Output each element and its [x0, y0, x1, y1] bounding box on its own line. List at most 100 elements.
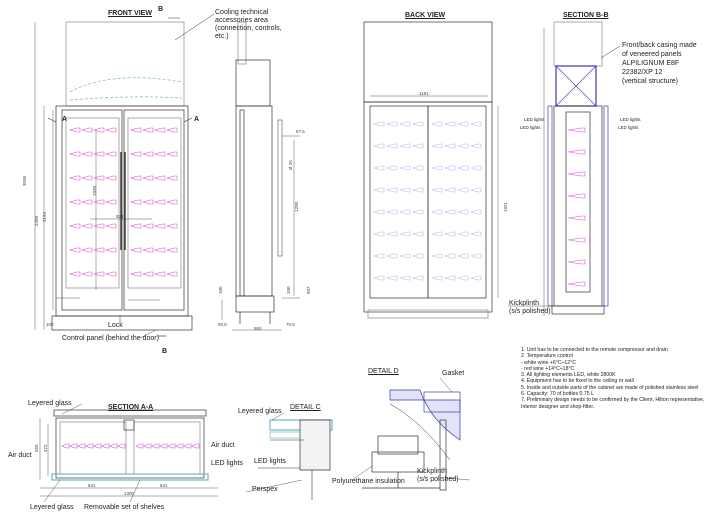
bottle-glyph: [567, 149, 586, 155]
layered-glass-bottom-callout: Leyered glass: [30, 504, 74, 511]
bottle-glyph: [159, 443, 168, 449]
bottle-glyph: [104, 127, 117, 133]
bottle-glyph: [153, 199, 166, 205]
bottle-glyph: [141, 175, 154, 181]
bottle-glyph: [385, 143, 398, 149]
note-3: 3. All lighting elements LED, white 2800…: [521, 372, 616, 379]
note-6: 6. Capacity: 70 of bottles 0.75 L: [521, 391, 594, 398]
note-7b: Interior designer and shop-fitter.: [521, 403, 595, 410]
bottle-glyph: [411, 121, 424, 127]
bottle-glyph: [117, 443, 126, 449]
dim-height-door: 2194: [42, 211, 47, 222]
bottle-glyph: [143, 443, 152, 449]
bottle-glyph: [398, 231, 411, 237]
bottle-glyph: [92, 199, 105, 205]
bottle-glyph: [456, 187, 469, 193]
air-duct-left-callout: Air duct: [8, 452, 32, 459]
bottle-glyph: [567, 215, 586, 221]
kickplinth-callout-1: Kickplinth: [509, 300, 539, 307]
bottle-glyph: [456, 165, 469, 171]
dim-side-depth-b: 70.5: [286, 322, 295, 327]
led-lights-left-2: LED lights: [520, 125, 541, 130]
bottle-glyph: [469, 275, 482, 281]
control-panel-callout: Control panel (behind the door): [62, 335, 159, 342]
bottle-glyph: [430, 231, 443, 237]
bottle-glyph: [469, 165, 482, 171]
bottle-glyph: [469, 231, 482, 237]
bottle-glyph: [175, 443, 184, 449]
bottle-glyph: [430, 143, 443, 149]
bottle-glyph: [443, 209, 456, 215]
bottle-glyph: [141, 127, 154, 133]
bottle-glyph: [385, 275, 398, 281]
casing-callout-5: (vertical structure): [622, 78, 679, 85]
note-1: 1. Unit has to be connected to the remot…: [521, 347, 668, 353]
bottle-glyph: [443, 231, 456, 237]
bottle-glyph: [151, 443, 160, 449]
bottle-glyph: [456, 231, 469, 237]
back-view-title: BACK VIEW: [405, 12, 446, 19]
bottle-glyph: [567, 237, 586, 243]
section-marker-b-top: B: [158, 6, 164, 13]
polyurethane-callout: Polyurethane insulation: [332, 478, 405, 485]
dim-side-plinth: 100: [286, 286, 291, 294]
bottle-glyph: [469, 121, 482, 127]
bottle-glyph: [92, 127, 105, 133]
note-7: 7. Preliminary design needs to be confir…: [521, 397, 705, 404]
side-view-drawing: [221, 21, 300, 331]
bottle-glyph: [129, 199, 142, 205]
bottle-glyph: [80, 127, 93, 133]
layered-glass-c-callout: Leyered glass: [238, 408, 282, 415]
bottle-glyph: [61, 443, 70, 449]
bottle-glyph: [398, 253, 411, 259]
bottle-glyph: [104, 151, 117, 157]
bottle-glyph: [153, 247, 166, 253]
dim-aa-width: 1300: [124, 491, 135, 496]
bottle-glyph: [443, 165, 456, 171]
bottle-glyph: [430, 253, 443, 259]
bottle-glyph: [456, 121, 469, 127]
dim-side-mid: 1200: [294, 201, 299, 212]
section-marker-b-bottom: B: [162, 348, 168, 355]
bottle-glyph: [141, 247, 154, 253]
bottle-layer: [61, 121, 586, 449]
bottle-glyph: [191, 443, 200, 449]
note-5: 5. Inside and outside parts of the cabin…: [521, 384, 699, 391]
led-lights-right-2: LED lights: [618, 125, 639, 130]
bottle-glyph: [456, 275, 469, 281]
bottle-glyph: [129, 271, 142, 277]
bottle-glyph: [80, 247, 93, 253]
dim-aa-right: 641: [160, 483, 168, 488]
general-notes: 1. Unit has to be connected to the remot…: [521, 347, 719, 410]
bottle-glyph: [456, 143, 469, 149]
section-marker-a-right: A: [194, 116, 200, 123]
cooling-area-callout-3: (connection, controls,: [215, 25, 282, 32]
bottle-glyph: [411, 275, 424, 281]
bottle-glyph: [372, 253, 385, 259]
bottle-glyph: [443, 275, 456, 281]
bottle-glyph: [385, 231, 398, 237]
bottle-glyph: [129, 247, 142, 253]
bottle-glyph: [411, 231, 424, 237]
cooling-area-callout-1: Cooling technical: [215, 9, 269, 16]
bottle-glyph: [104, 199, 117, 205]
detail-c-drawing: [245, 412, 333, 500]
section-bb-drawing: [508, 21, 621, 316]
note-2: 2. Temperature control: [521, 353, 573, 360]
bottle-glyph: [165, 247, 178, 253]
bottle-glyph: [469, 143, 482, 149]
dim-side-depth: 550: [254, 326, 262, 331]
bottle-glyph: [398, 275, 411, 281]
dim-side-top: 57.5: [296, 129, 305, 134]
bottle-glyph: [68, 223, 81, 229]
bottle-glyph: [153, 175, 166, 181]
kickplinth-d-callout-2: (s/s polished): [417, 476, 459, 483]
bottle-glyph: [469, 253, 482, 259]
kickplinth-d-callout-1: Kickplinth: [417, 468, 447, 475]
bottle-glyph: [398, 121, 411, 127]
bottle-glyph: [167, 443, 176, 449]
casing-callout-2: of veneered panels: [622, 51, 682, 58]
bottle-glyph: [68, 247, 81, 253]
